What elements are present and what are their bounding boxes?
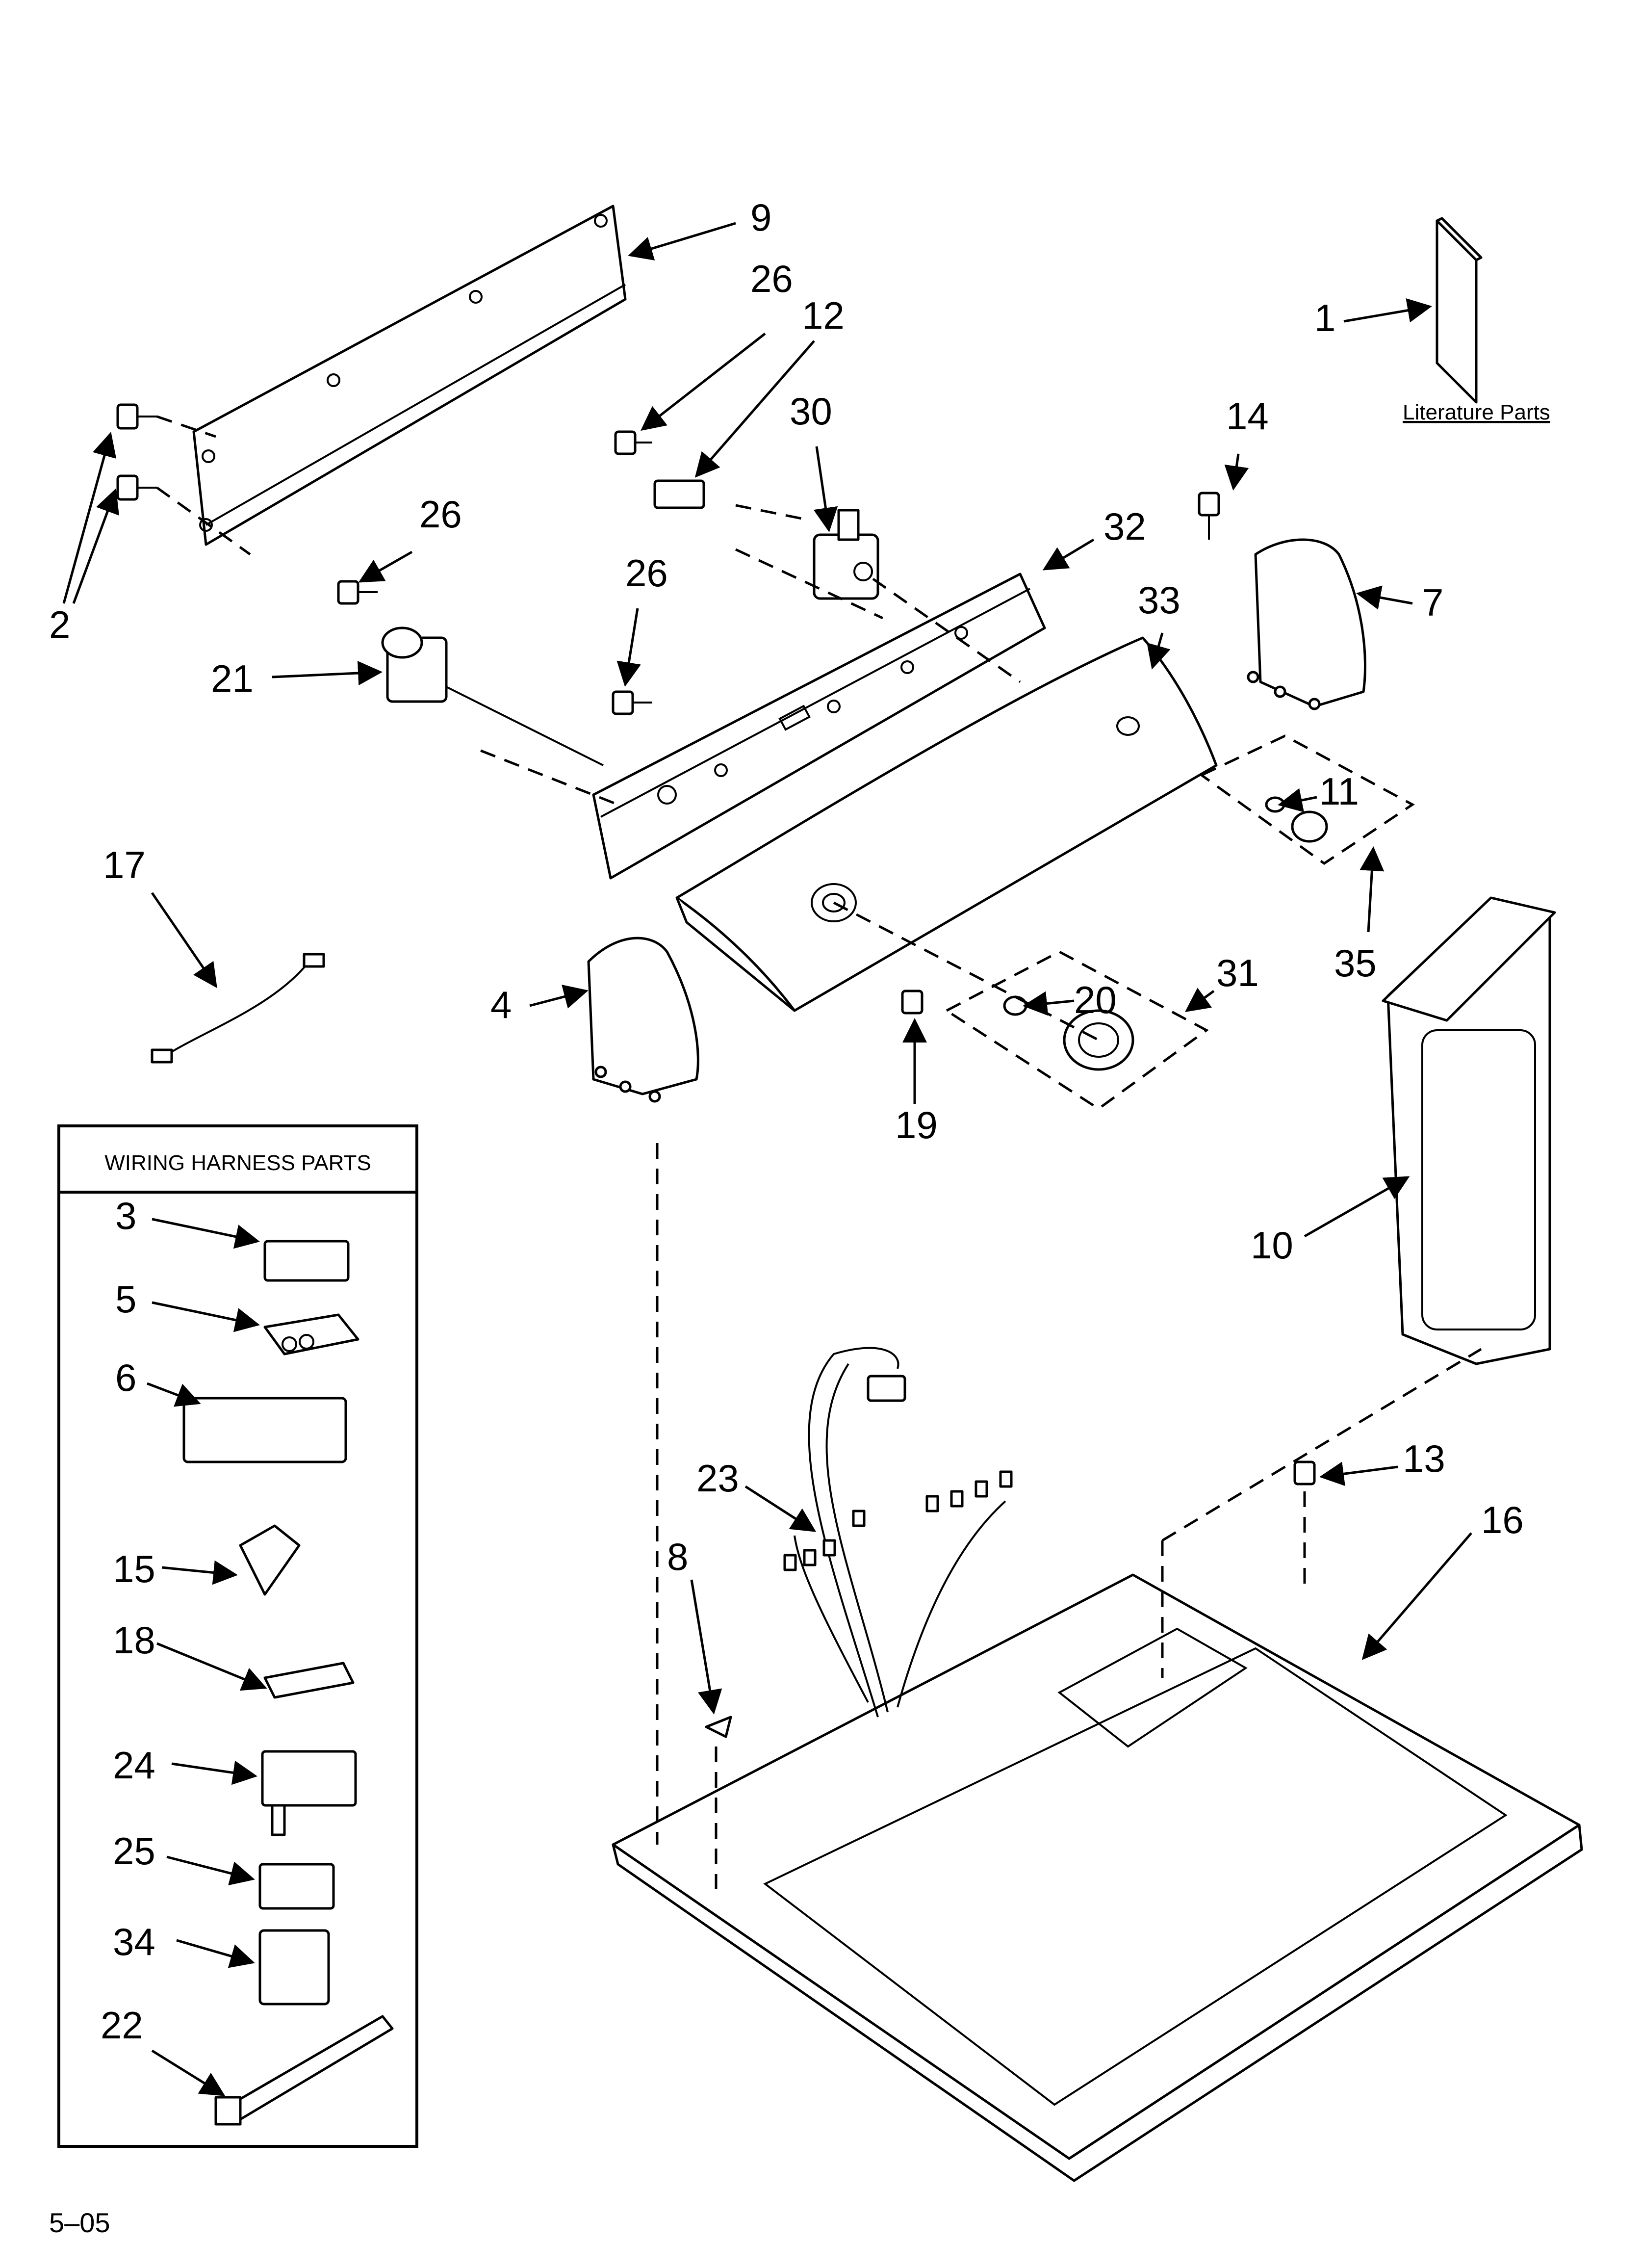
callout-13: 13 [1403, 1437, 1445, 1480]
callout-7: 7 [1422, 581, 1443, 624]
callout-labels: 9 26 12 1 2 30 14 26 32 26 33 7 21 11 35… [49, 196, 1524, 2047]
screw-part-2 [116, 403, 251, 556]
screw-part-14 [1198, 492, 1220, 540]
callout-25: 25 [113, 1829, 155, 1873]
callout-19: 19 [895, 1103, 938, 1147]
top-panel-part-16 [612, 1573, 1583, 2182]
harness-box-title: WIRING HARNESS PARTS [104, 1151, 371, 1175]
callout-24: 24 [113, 1744, 155, 1787]
callout-26: 26 [419, 493, 462, 536]
knob-part-31 [901, 950, 1209, 1111]
callout-34: 34 [113, 1920, 155, 1963]
callout-26: 26 [625, 551, 668, 595]
console-bracket-part-32 [592, 573, 1046, 880]
callout-6: 6 [115, 1356, 136, 1399]
wiring-harness-parts-box: WIRING HARNESS PARTS [57, 1124, 418, 2148]
callout-15: 15 [113, 1547, 155, 1590]
callout-8: 8 [667, 1535, 688, 1578]
literature-parts-label: Literature Parts [1403, 400, 1550, 424]
callout-leaders [62, 222, 1472, 1715]
callout-17: 17 [103, 843, 146, 886]
clip-part-8 [705, 1716, 732, 1738]
callout-32: 32 [1103, 505, 1146, 548]
callout-2: 2 [49, 603, 70, 646]
callout-14: 14 [1226, 394, 1269, 438]
callout-22: 22 [101, 2004, 143, 2047]
literature-booklet-part-1 [1436, 217, 1483, 404]
lint-screen-part-10 [1382, 896, 1556, 1365]
control-console-part-33 [675, 636, 1218, 1012]
rear-panel-part-9 [192, 205, 627, 546]
callout-33: 33 [1138, 578, 1180, 622]
callout-26: 26 [750, 257, 793, 300]
wiring-harness-part-23 [783, 1347, 1013, 1718]
callout-12: 12 [802, 294, 845, 337]
callout-20: 20 [1074, 978, 1117, 1021]
callout-11: 11 [1319, 770, 1359, 813]
callout-21: 21 [211, 657, 254, 700]
end-cap-right-part-7 [1247, 538, 1366, 710]
timer-part-21 [381, 626, 604, 766]
page-code: 5–05 [49, 2207, 110, 2238]
end-cap-left-part-4 [587, 937, 699, 1103]
callout-5: 5 [115, 1277, 136, 1321]
callout-10: 10 [1251, 1224, 1293, 1267]
callout-9: 9 [750, 196, 771, 239]
callout-16: 16 [1481, 1498, 1524, 1541]
callout-31: 31 [1216, 951, 1259, 994]
callout-3: 3 [115, 1194, 136, 1237]
callout-23: 23 [696, 1457, 739, 1500]
wire-part-17 [151, 953, 325, 1064]
knob-part-11 [1199, 734, 1415, 865]
switch-part-30 [813, 509, 879, 600]
callout-35: 35 [1334, 941, 1377, 985]
callout-4: 4 [490, 983, 512, 1026]
harness-small-parts [147, 1218, 394, 2126]
callout-18: 18 [113, 1618, 155, 1662]
screw-part-26 [337, 430, 652, 715]
connector-part-12 [653, 479, 705, 509]
assembly-lines [480, 504, 1482, 1889]
screw-part-13 [1293, 1460, 1316, 1486]
callout-30: 30 [790, 390, 832, 433]
callout-1: 1 [1314, 296, 1335, 339]
